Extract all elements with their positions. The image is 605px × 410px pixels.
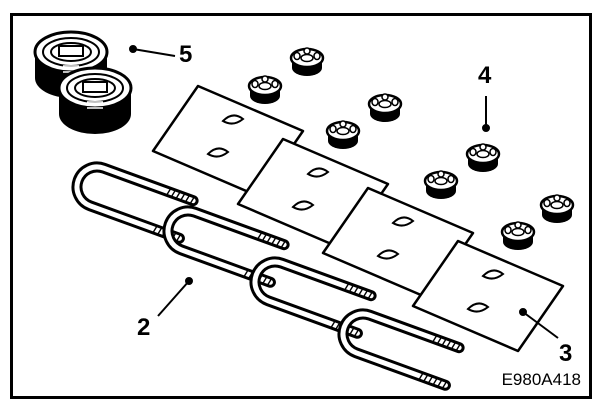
figure-frame: 5 4 2 3 E980A418 (10, 13, 592, 399)
callout-3: 3 (559, 340, 573, 367)
callout-2: 2 (137, 314, 151, 341)
knob (367, 92, 403, 124)
strap-coil (57, 66, 133, 136)
knob (539, 193, 575, 225)
knob (247, 74, 283, 106)
parts-illustration (33, 30, 575, 396)
callout-4: 4 (478, 62, 492, 89)
callout-5: 5 (179, 41, 193, 68)
knob (289, 46, 325, 78)
leader-lines (129, 45, 559, 339)
knob (500, 220, 536, 252)
figure-code: E980A418 (501, 370, 581, 389)
knob (423, 169, 459, 201)
knob (325, 119, 361, 151)
knob (465, 142, 501, 174)
